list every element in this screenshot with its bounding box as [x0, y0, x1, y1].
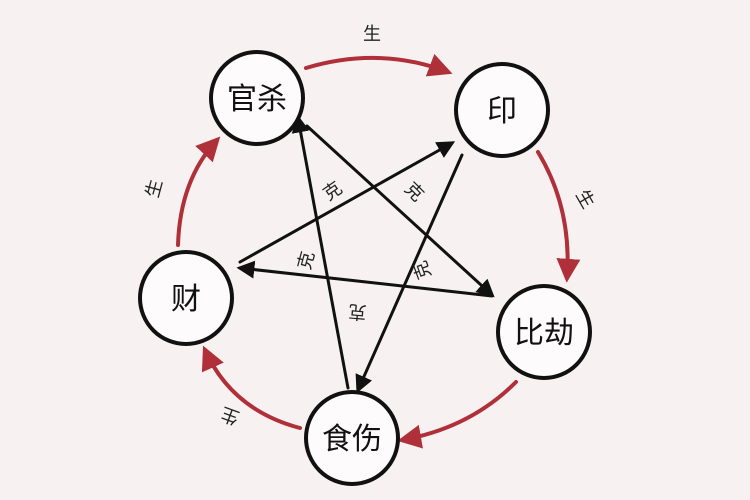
label-generate-bottom-left: 生 [218, 402, 242, 428]
label-control-5: 克 [348, 300, 368, 322]
node-guansha-label: 官杀 [227, 82, 287, 117]
label-control-3: 克 [294, 249, 319, 272]
node-shishang-label: 食伤 [322, 422, 382, 457]
node-bijie: 比劫 [496, 284, 592, 380]
label-generate-left: 生 [142, 177, 167, 200]
arc-cai-to-guansha [176, 136, 221, 247]
line-guansha-to-bijie [305, 124, 495, 298]
arc-bijie-to-shishang [397, 380, 518, 449]
arc-guansha-to-yin [304, 53, 453, 77]
line-yin-to-shishang [355, 153, 464, 394]
generate-cycle [176, 53, 581, 449]
label-control-1: 克 [319, 178, 346, 206]
control-star [236, 114, 495, 394]
line-bijie-to-cai [236, 260, 494, 298]
arc-yin-to-bijie [536, 150, 581, 283]
control-labels: 克 克 克 克 克 [294, 178, 436, 323]
line-cai-to-yin [238, 141, 456, 264]
node-cai: 财 [138, 250, 234, 346]
arc-shishang-to-cai [201, 345, 302, 430]
label-generate-top: 生 [363, 24, 381, 45]
label-generate-right: 生 [571, 186, 598, 212]
node-guansha: 官杀 [209, 50, 305, 146]
node-shishang: 食伤 [304, 390, 400, 486]
node-cai-label: 财 [171, 282, 201, 317]
label-control-2: 克 [400, 178, 428, 206]
line-shishang-to-guansha [291, 114, 350, 390]
node-yin-label: 印 [487, 94, 517, 129]
node-yin: 印 [454, 62, 550, 158]
node-bijie-label: 比劫 [514, 316, 574, 351]
